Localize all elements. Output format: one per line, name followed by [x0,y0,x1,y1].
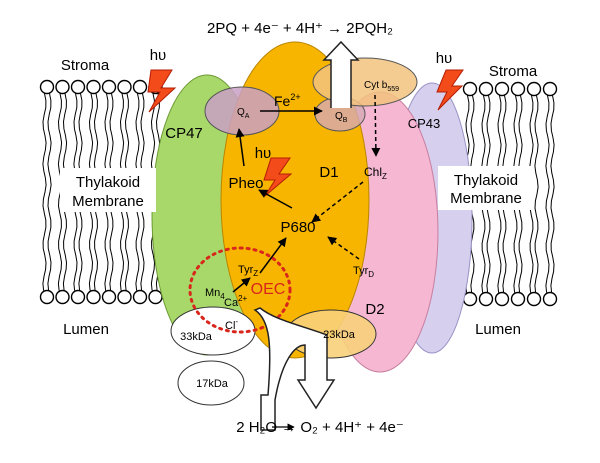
lipid-head [462,81,478,97]
lipid-tail [42,93,47,291]
electron-arrow-dashed [371,94,381,157]
lipid-tail [534,95,539,293]
lipid-head [478,81,494,97]
pq-up-arrow [322,40,360,108]
stroma-label-right: Stroma [489,63,538,80]
lipid-head [117,79,132,95]
lipid-head [117,289,132,305]
lipid-head [86,289,101,305]
lightning-icon [263,157,293,197]
lipid-head [494,291,510,307]
lipid-head [39,79,55,95]
lipid-head [132,79,148,95]
ca-label: Ca2+ [224,294,248,309]
kda17-subunit [177,360,245,406]
top-equation: 2PQ + 4e⁻ + 4H⁺ → 2PQH₂ [207,20,393,37]
lipid-head [542,81,558,97]
electron-arrow-dashed [311,181,364,223]
mn-label: Mn4 [205,287,225,301]
lipid-head [148,289,163,305]
lipid-head [542,291,558,307]
membrane-label-left: Thylakoid [76,174,140,191]
stroma-label-left: Stroma [61,57,110,74]
lipid-head [494,81,510,97]
lipid-head [55,79,70,95]
oec-label: OEC [251,281,286,298]
lipid-tail [47,93,52,291]
lipid-head [39,289,55,305]
lipid-head [70,79,86,95]
lipid-head [510,291,526,307]
lipid-head [101,289,117,305]
lipid-head [132,289,148,305]
lipid-head [55,289,70,305]
cp47-label: CP47 [165,125,203,142]
light-label: hυ [255,145,272,162]
fe-label: Fe2+ [274,92,301,109]
tyrz-label: TyrZ [238,264,258,278]
p680-label: P680 [280,219,315,236]
tyrd-label: TyrD [353,265,374,279]
lipid-head [478,291,494,307]
lipid-tail [545,95,550,293]
light-label: hυ [436,50,453,67]
pheo-label: Pheo [228,175,263,192]
membrane-label-right-2: Membrane [450,190,522,207]
lipid-head [70,289,86,305]
water-arrow [253,307,336,431]
electron-arrow-dashed [327,236,360,260]
lipid-tail [550,95,555,293]
cyt-b559-label: Cyt b559 [364,80,399,93]
lumen-label-right: Lumen [475,321,521,338]
kda17-label: 17kDa [196,378,229,390]
bottom-equation: 2 H₂O → O₂ + 4H⁺ + 4e⁻ [236,419,404,436]
membrane-label-left-2: Membrane [72,193,144,210]
lightning-icon [436,69,464,111]
lumen-label-left: Lumen [63,321,109,338]
d2-label: D2 [365,301,384,318]
lipid-head [510,81,526,97]
electron-arrow [232,277,251,293]
qb-label: QB [335,111,348,124]
membrane-label-right: Thylakoid [454,172,518,189]
d1-label: D1 [319,164,338,181]
lightning-icon [147,69,177,113]
cp43-label: CP43 [408,116,441,131]
lipid-head [526,81,542,97]
lipid-head [526,291,542,307]
electron-arrow [235,128,245,167]
lipid-head [101,79,117,95]
kda23-label: 23kDa [323,329,356,341]
electron-arrow [258,189,293,209]
kda33-label: 33kDa [180,331,213,343]
light-label: hυ [150,47,167,64]
oec-cluster [188,246,292,334]
electron-arrow [259,237,287,274]
lipid-head [86,79,101,95]
cl-label: Cl- [225,317,238,332]
qa-label: QA [237,107,250,120]
chlz-label: ChlZ [364,165,387,181]
